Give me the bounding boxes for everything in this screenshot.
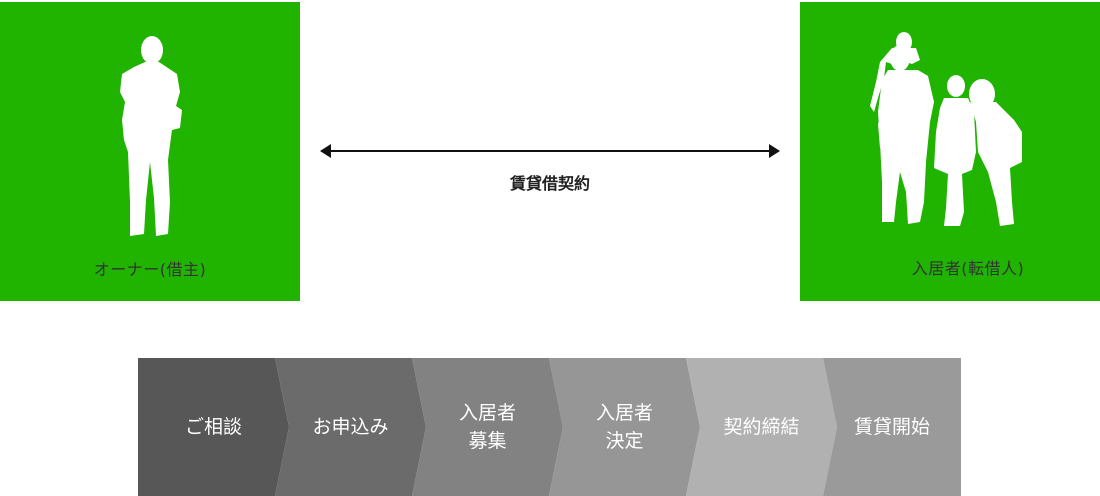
step-label-line2: 決定 — [605, 430, 644, 452]
owner-label: オーナー(借主) — [93, 260, 207, 279]
step-label: 賃貸開始 — [853, 416, 930, 438]
tenant-panel: 入居者(転借人) — [800, 2, 1100, 301]
step-tenant-recruitment: 入居者 募集 — [412, 358, 563, 496]
owner-panel: オーナー(借主) — [0, 2, 300, 301]
step-lease-start: 賃貸開始 — [823, 358, 961, 496]
step-label: ご相談 — [184, 416, 242, 438]
standing-man-silhouette-icon — [120, 36, 182, 236]
step-label-line1: 入居者 — [595, 402, 653, 424]
step-tenant-decision: 入居者 決定 — [549, 358, 700, 496]
double-arrow-icon — [320, 144, 780, 158]
tenant-label: 入居者(転借人) — [911, 259, 1025, 278]
step-label-line1: 入居者 — [458, 402, 516, 424]
process-flow: ご相談 お申込み 入居者 募集 入居者 決定 契約締結 賃貸開始 — [138, 358, 962, 496]
step-label: 契約締結 — [723, 416, 800, 438]
step-label: お申込み — [312, 416, 389, 438]
step-label-line2: 募集 — [468, 430, 507, 452]
family-silhouette-icon — [870, 32, 1022, 226]
step-consultation: ご相談 — [138, 358, 289, 496]
step-contract-signing: 契約締結 — [686, 358, 837, 496]
step-application: お申込み — [275, 358, 426, 496]
contract-label: 賃貸借契約 — [509, 174, 590, 193]
